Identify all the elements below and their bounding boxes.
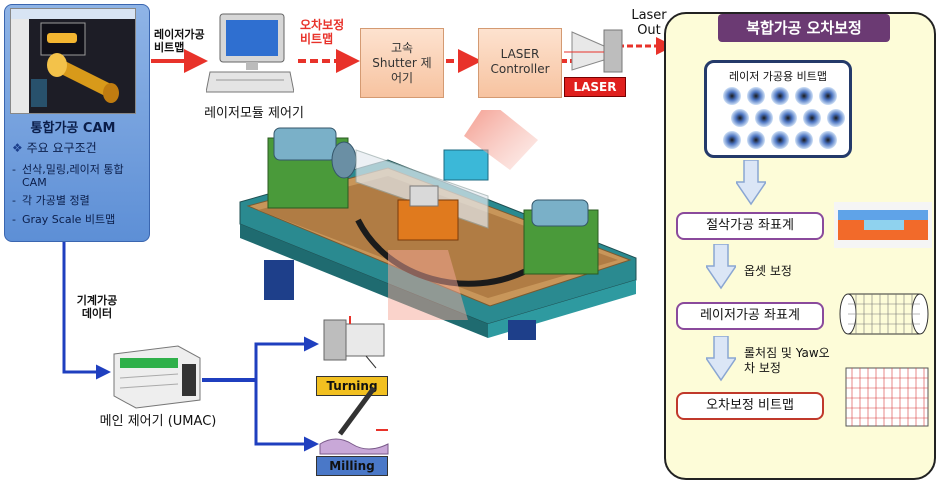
machine-tool-illustration: [239, 110, 637, 340]
requirement-item: 각 가공별 정렬: [22, 194, 90, 207]
laser-bitmap-label: 레이저가공 비트맵: [154, 28, 205, 54]
umac-controller-icon: [113, 345, 201, 409]
cam-part-illustration: [11, 9, 135, 113]
roll-yaw-correction-note: 롤처짐 및 Yaw오차 보정: [744, 346, 830, 375]
requirement-item: 선삭,밀링,레이저 통합 CAM: [22, 163, 124, 189]
arrow-to-turning: [254, 336, 319, 380]
cylinder-grid-thumbnail: [839, 293, 929, 335]
turning-illustration: [323, 316, 385, 369]
cam-title: 통합가공 CAM: [30, 121, 116, 136]
cutting-heatmap-thumbnail: [834, 202, 932, 248]
requirement-item: Gray Scale 비트맵: [22, 213, 116, 226]
correction-bitmap-box: 오차보정 비트맵: [676, 392, 824, 420]
laser-out-label: Laser Out: [631, 8, 667, 38]
requirements-heading-row: ❖ 주요 요구조건: [12, 142, 97, 155]
shutter-controller-box: 고속 Shutter 제어기: [360, 28, 444, 98]
laser-controller-box: LASER Controller: [478, 28, 562, 98]
milling-illustration: [319, 386, 389, 455]
offset-correction-note: 옵셋 보정: [744, 264, 792, 278]
main-controller-label: 메인 제어기 (UMAC): [99, 414, 217, 429]
machine-data-label: 기계가공 데이터: [76, 294, 118, 320]
arrow-cam-to-umac: [62, 242, 111, 380]
bitmap-dot-grid: [723, 87, 845, 149]
laser-coordinate-box: 레이저가공 좌표계: [676, 302, 824, 330]
laser-head-icon: [564, 29, 623, 73]
correction-bitmap-label: 오차보정 비트맵: [300, 18, 345, 46]
diamond-bullet-icon: ❖: [12, 141, 23, 155]
cutting-coordinate-box: 절삭가공 좌표계: [676, 212, 824, 240]
requirements-heading: 주요 요구조건: [26, 141, 97, 155]
laser-module-label: 레이저모듈 제어기: [204, 106, 304, 121]
cam-screenshot-image: [10, 8, 136, 114]
error-correction-title: 복합가공 오차보정: [718, 14, 890, 42]
down-arrow-icon: [706, 244, 736, 290]
bullet-icon: -: [12, 163, 16, 176]
computer-icon: [206, 13, 294, 93]
bullet-icon: -: [12, 213, 16, 226]
laser-label: LASER: [564, 77, 626, 97]
down-arrow-icon: [736, 160, 766, 206]
arrow-to-milling: [254, 380, 319, 452]
down-arrow-icon: [706, 336, 736, 382]
bitmap-caption: 레이저 가공용 비트맵: [728, 70, 828, 83]
error-plot-thumbnail: [845, 367, 929, 427]
bullet-icon: -: [12, 194, 16, 207]
milling-label: Milling: [316, 456, 388, 476]
